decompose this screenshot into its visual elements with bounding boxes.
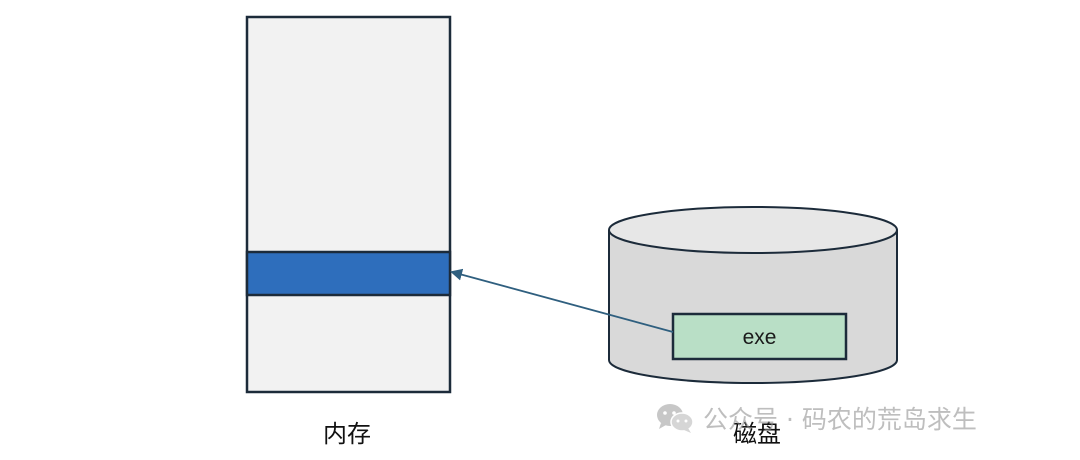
exe-file-box bbox=[671, 312, 848, 361]
load-arrow bbox=[450, 268, 674, 333]
memory-loaded-segment bbox=[245, 250, 452, 297]
watermark: 公众号 · 码农的荒岛求生 bbox=[655, 398, 977, 438]
watermark-text: 公众号 · 码农的荒岛求生 bbox=[703, 405, 977, 434]
exe-file-label: exe bbox=[743, 326, 777, 349]
memory-block bbox=[245, 15, 452, 394]
memory-rectangle bbox=[245, 15, 452, 394]
disk-cylinder: exe bbox=[608, 206, 898, 384]
disk-label: 磁盘 bbox=[733, 420, 781, 448]
wechat-icon bbox=[657, 404, 694, 433]
disk-top bbox=[608, 206, 898, 254]
memory-label: 内存 bbox=[323, 420, 371, 448]
